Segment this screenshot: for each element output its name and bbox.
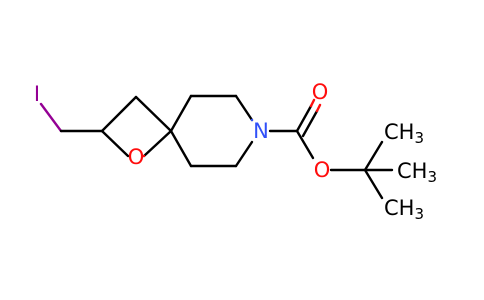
bond-co-double-2	[301, 109, 319, 138]
bond-co-double-2-red	[315, 103, 322, 113]
bond-c-oester	[295, 129, 315, 160]
atom-oxygen-carbonyl-label: O	[312, 80, 329, 104]
atom-nitrogen-label: N	[253, 119, 269, 143]
bond-pip-4	[234, 140, 254, 168]
bond-oxetane-o2	[100, 129, 130, 158]
atom-oxygen-ester-label: O	[314, 158, 331, 182]
methyl-bottom-label: CH3	[384, 196, 424, 223]
bond-c-ch3-top	[363, 140, 384, 172]
bond-oxetane-o1	[142, 129, 173, 158]
bond-c-ch3-bottom	[363, 168, 384, 200]
bond-pip-1	[169, 94, 193, 133]
bond-pip-6	[169, 129, 193, 168]
bond-co-double-1-red	[309, 98, 316, 108]
bond-oxetane-1	[100, 95, 138, 133]
atom-oxygen-ring-label: O	[128, 145, 145, 169]
bond-pip-3	[234, 94, 254, 122]
bond-c-i	[39, 102, 63, 133]
bond-co-double-1	[295, 104, 313, 133]
methyl-right-label: CH3	[397, 159, 437, 186]
atom-iodine-label: I	[34, 82, 40, 106]
methyl-top-label: CH3	[384, 120, 424, 147]
bond-oxetane-2	[134, 95, 173, 133]
